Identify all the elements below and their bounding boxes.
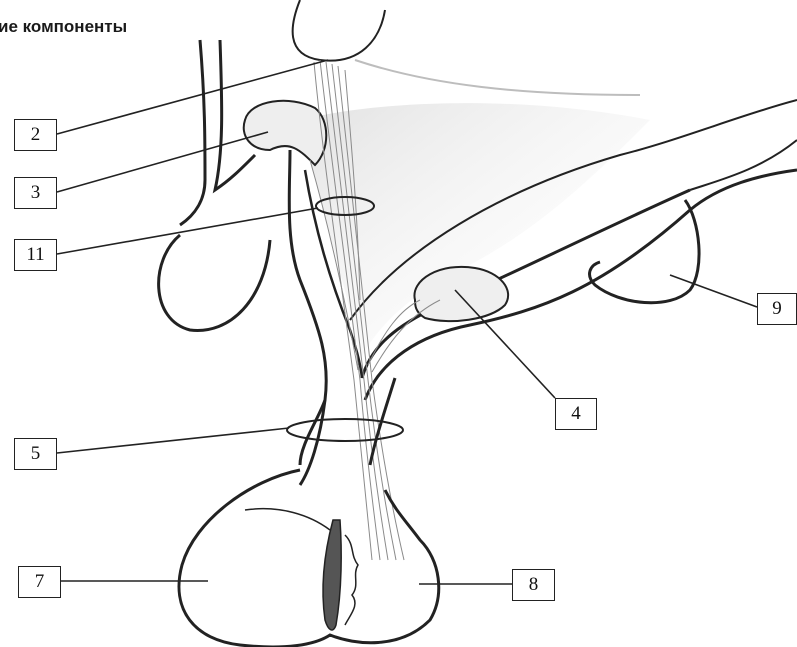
intermediate-cleft (323, 520, 341, 630)
label-8: 8 (512, 569, 555, 601)
label-9: 9 (757, 293, 797, 325)
optic-contour (355, 60, 640, 95)
pituitary-body (179, 470, 439, 647)
label-4-text: 4 (571, 403, 581, 425)
label-2: 2 (14, 119, 57, 151)
label-9-text: 9 (772, 298, 782, 320)
label-7-text: 7 (35, 571, 45, 593)
label-8-text: 8 (529, 574, 539, 596)
anterior-lobe-line (245, 509, 330, 530)
ring-5 (287, 419, 403, 441)
label-4: 4 (555, 398, 597, 430)
optic-chiasm-outline (293, 0, 385, 61)
label-11-text: 11 (26, 244, 44, 266)
label-11: 11 (14, 239, 57, 271)
nucleus-3-shape (244, 101, 327, 165)
label-3-text: 3 (31, 182, 41, 204)
nucleus-4-shape (414, 267, 508, 321)
third-ventricle-wall-left (180, 40, 205, 225)
pars-intermedia-wave (345, 535, 358, 625)
left-loop (159, 235, 270, 330)
label-7: 7 (18, 566, 61, 598)
label-3: 3 (14, 177, 57, 209)
label-5: 5 (14, 438, 57, 470)
label-2-text: 2 (31, 124, 41, 146)
label-5-text: 5 (31, 443, 41, 465)
